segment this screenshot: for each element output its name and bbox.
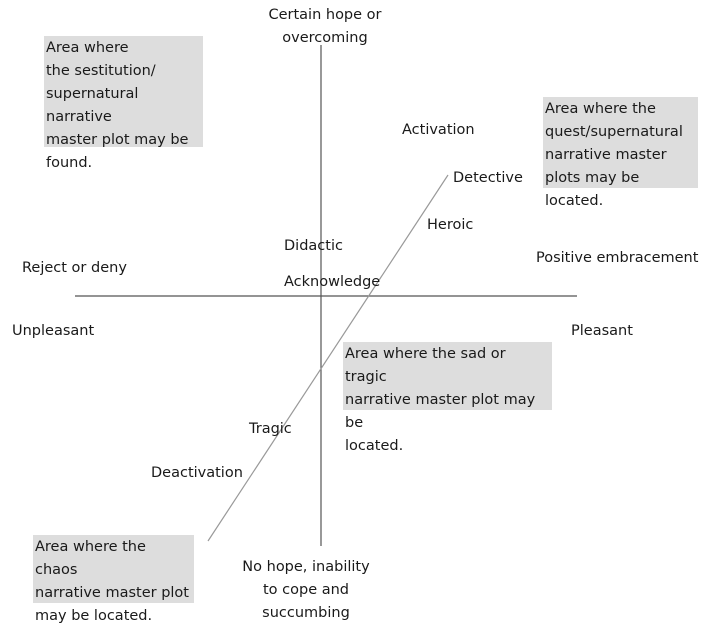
axis-label-unpleasant: Unpleasant	[12, 323, 95, 339]
axis-label-bottom: No hope, inability to cope and succumbin…	[242, 559, 370, 621]
region-quest: Area where the quest/supernatural narrat…	[543, 97, 698, 209]
plot-label-heroic: Heroic	[427, 217, 474, 233]
axis-label-deactivation: Deactivation	[151, 465, 243, 481]
axis-label-positive-embracement: Positive embracement	[536, 250, 699, 266]
activation-diagonal	[207, 174, 449, 542]
region-chaos: Area where the chaos narrative master pl…	[33, 535, 194, 624]
plot-label-detective: Detective	[453, 170, 523, 186]
plot-label-tragic: Tragic	[249, 421, 292, 437]
axis-label-reject-deny: Reject or deny	[22, 260, 127, 276]
region-sad-tragic: Area where the sad or tragic narrative m…	[343, 342, 552, 454]
axis-label-top: Certain hope or overcoming	[268, 7, 382, 46]
axis-label-activation: Activation	[402, 122, 475, 138]
axis-label-acknowledge: Acknowledge	[284, 274, 381, 290]
region-restitution: Area where the sestitution/ supernatural…	[44, 36, 203, 171]
plot-label-didactic: Didactic	[284, 238, 343, 254]
axis-label-pleasant: Pleasant	[571, 323, 633, 339]
